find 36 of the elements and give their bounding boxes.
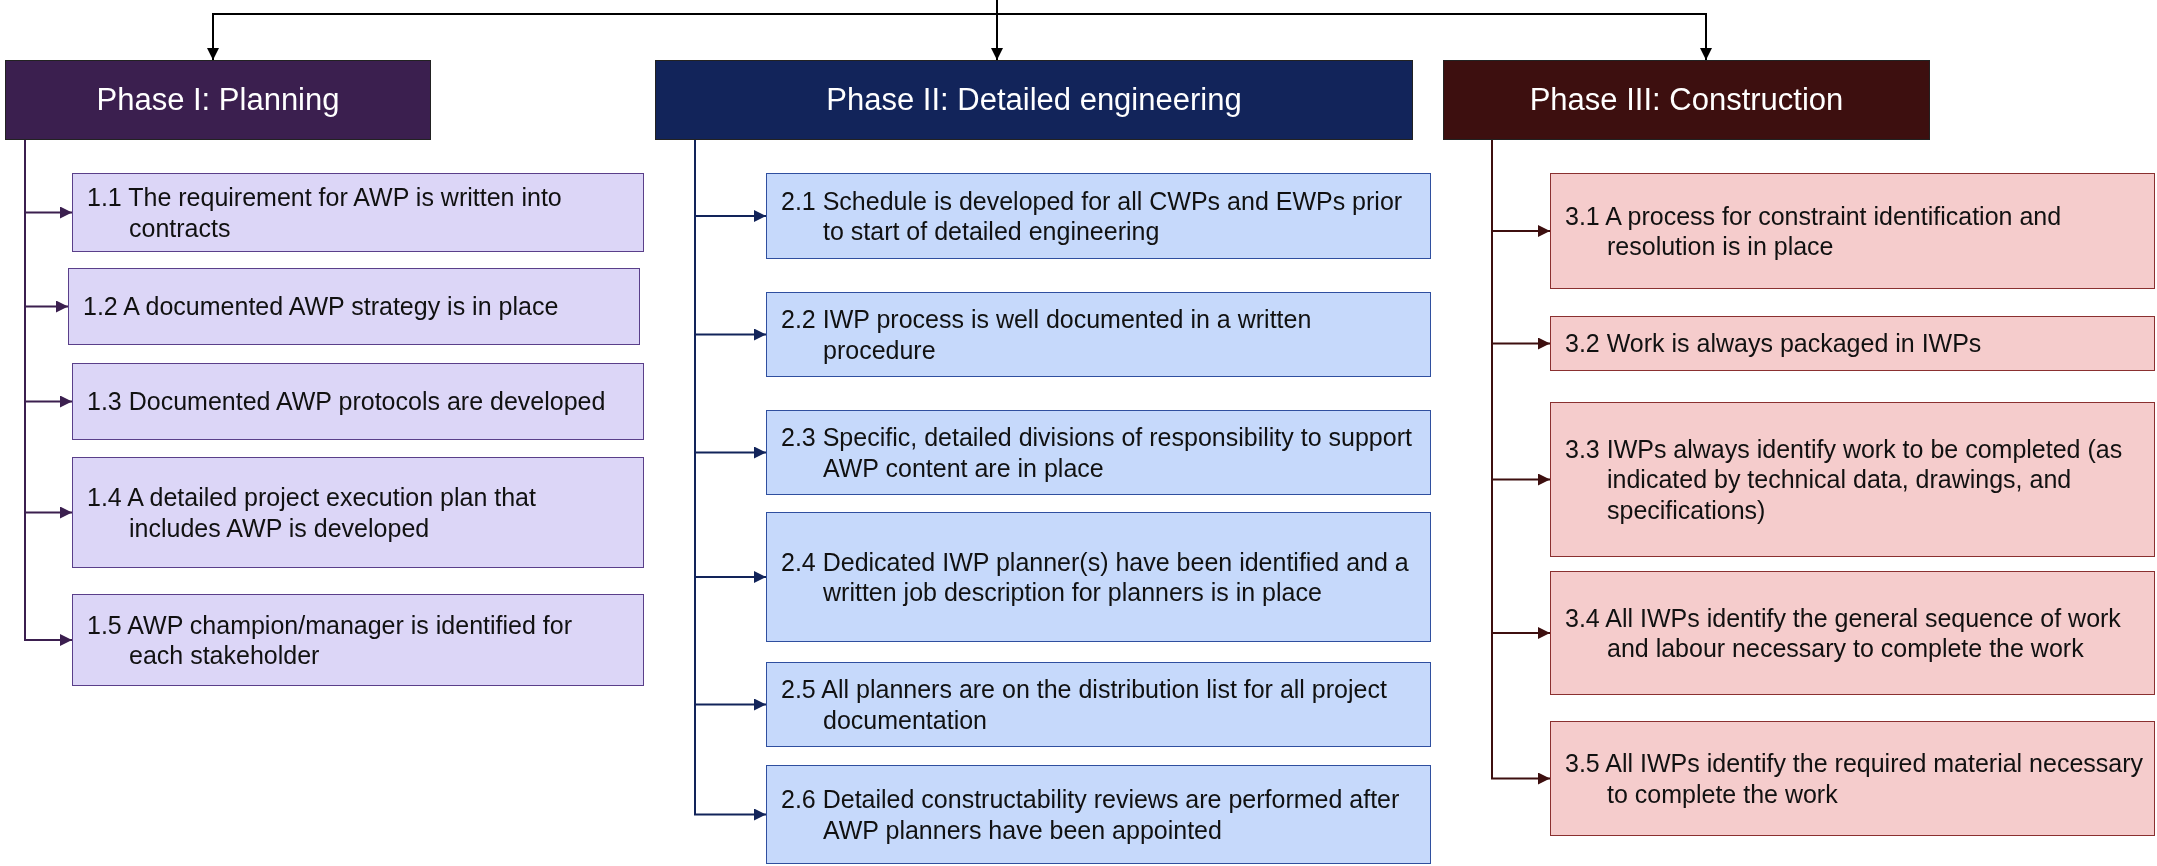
arrow [996,0,1712,61]
criterion-text: 1.3 Documented AWP protocols are developed [87,386,606,417]
phase-header: Phase II: Detailed engineering [655,60,1413,140]
criterion-box [766,292,1431,377]
criterion-text: 1.2 A documented AWP strategy is in place [83,291,559,322]
criterion-text: 2.5 All planners are on the distribution list for all project documentation [781,674,1388,735]
criterion-text: 2.6 Detailed constructability reviews are performed after AWP planners have been appointed [781,784,1401,845]
criterion-text: 3.2 Work is always packaged in IWPs [1565,328,1982,359]
phase-header: Phase I: Planning [5,60,431,140]
criterion-box [766,512,1431,642]
criterion-text: 3.4 All IWPs identify the general sequence of work and labour necessary to complete the work [1565,602,2122,664]
criterion-box [766,410,1431,495]
criterion-text: 1.4 A detailed project execution plan that includes AWP is developed [87,482,537,543]
criterion-text: 2.3 Specific, detailed divisions of responsibility to support AWP content are in place [781,422,1413,483]
criterion-box [72,363,644,440]
criterion-box [72,594,644,686]
criterion-box [766,173,1431,259]
criterion-text: 1.1 The requirement for AWP is written into contracts [87,182,563,243]
criterion-box [68,268,640,345]
criterion-text: 2.2 IWP process is well documented in a written procedure [781,304,1313,365]
criterion-box [1550,316,2155,371]
criterion-text: 3.5 All IWPs identify the required material necessary to complete the work [1565,748,2144,809]
criterion-box [766,662,1431,747]
criterion-box [72,173,644,252]
criterion-text: 2.4 Dedicated IWP planner(s) have been identified and a written job description for planners is in place [781,546,1410,608]
criterion-box [1550,571,2155,695]
criterion-box [1550,721,2155,836]
criterion-text: 2.1 Schedule is developed for all CWPs and EWPs prior to start of detailed engineering [781,185,1404,247]
criterion-text: 1.5 AWP champion/manager is identified for each stakeholder [87,609,573,671]
criterion-box [72,457,644,568]
criterion-box [1550,402,2155,557]
phase-header: Phase III: Construction [1443,60,1930,140]
criterion-box [766,765,1431,864]
criterion-box [1550,173,2155,289]
criterion-text: 3.1 A process for constraint identification and resolution is in place [1565,200,2063,262]
criterion-text: 3.3 IWPs always identify work to be completed (as indicated by technical data, drawings, and specifications) [1565,433,2124,526]
